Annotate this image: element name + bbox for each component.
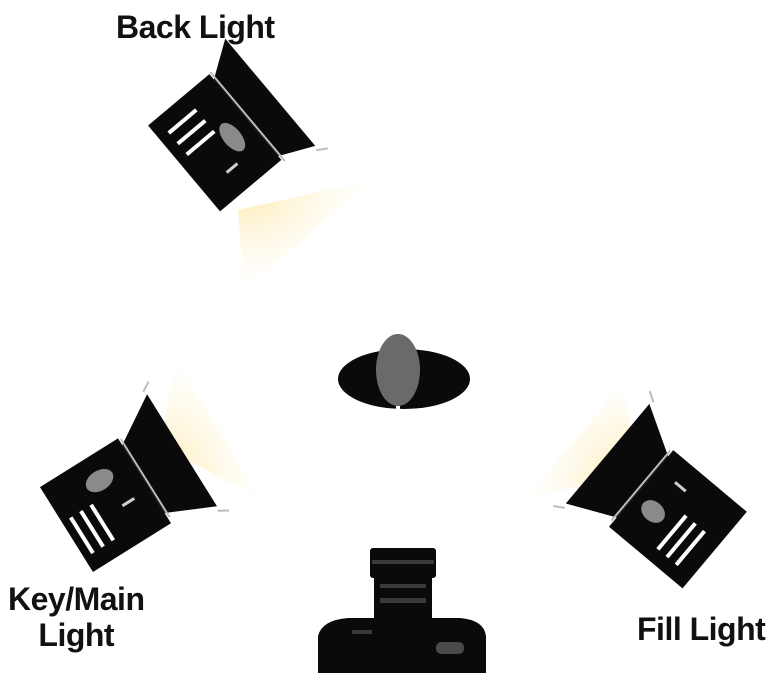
fill-light-icon: [553, 391, 766, 604]
fill-light-label: Fill Light: [637, 612, 765, 648]
back-light-beam: [238, 180, 372, 290]
key-light-label-line2: Light: [8, 618, 144, 654]
key-light-label: Key/Main Light: [8, 582, 144, 654]
key-light-label-line1: Key/Main: [8, 582, 144, 618]
back-light-label: Back Light: [116, 10, 275, 46]
subject-icon: [338, 334, 470, 412]
camera-icon: [318, 548, 486, 673]
